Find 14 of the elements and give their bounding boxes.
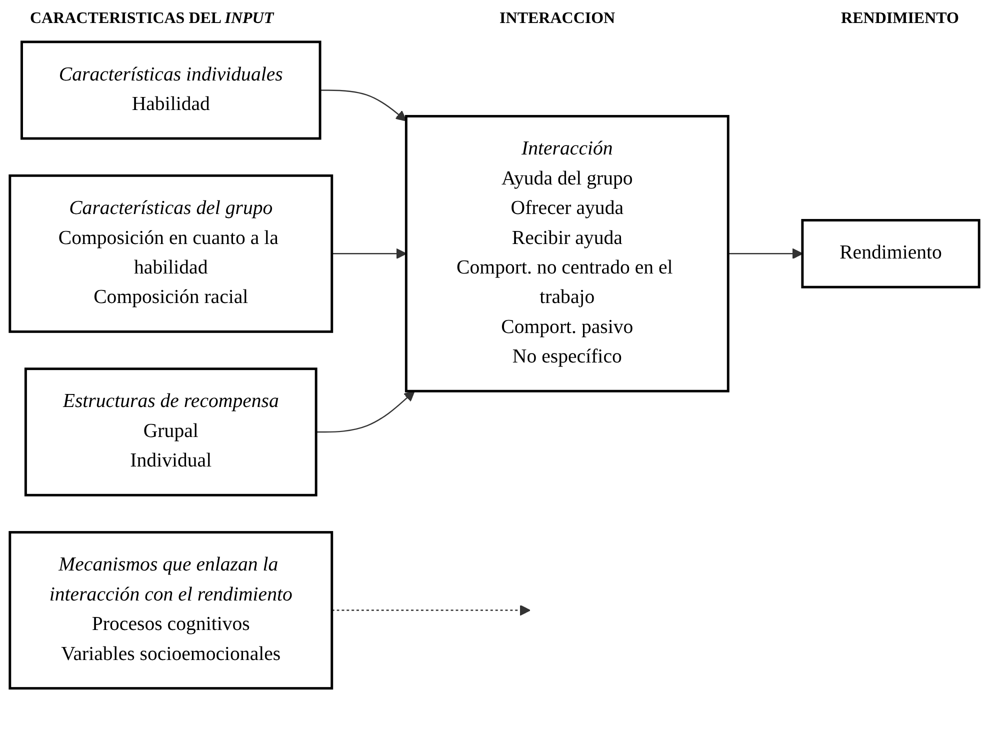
arrow	[316, 390, 415, 433]
node-box: Interacción Ayuda del grupo Ofrecer ayuda Recibir ayuda Comport. no centrado en el trabajo Comport. pasivo No específico	[404, 114, 730, 392]
node-box: Rendimiento	[801, 218, 980, 288]
column-heading: CARACTERISTICAS DEL INPUT	[30, 10, 274, 28]
arrow	[332, 248, 407, 260]
arrow	[728, 248, 803, 260]
arrow	[332, 604, 530, 616]
node-box: Estructuras de recompensa Grupal Individual	[24, 368, 318, 496]
column-heading: INTERACCION	[500, 10, 616, 28]
arrow	[320, 90, 407, 122]
node-box: Mecanismos que enlazan la interacción con el rendimiento Procesos cognitivos Variables socioemocionales	[8, 531, 334, 690]
column-heading: RENDIMIENTO	[841, 10, 959, 28]
node-box: Características del grupo Composición en cuanto a la habilidad Composición racial	[8, 174, 334, 333]
node-box: Características individuales Habilidad	[20, 40, 322, 140]
